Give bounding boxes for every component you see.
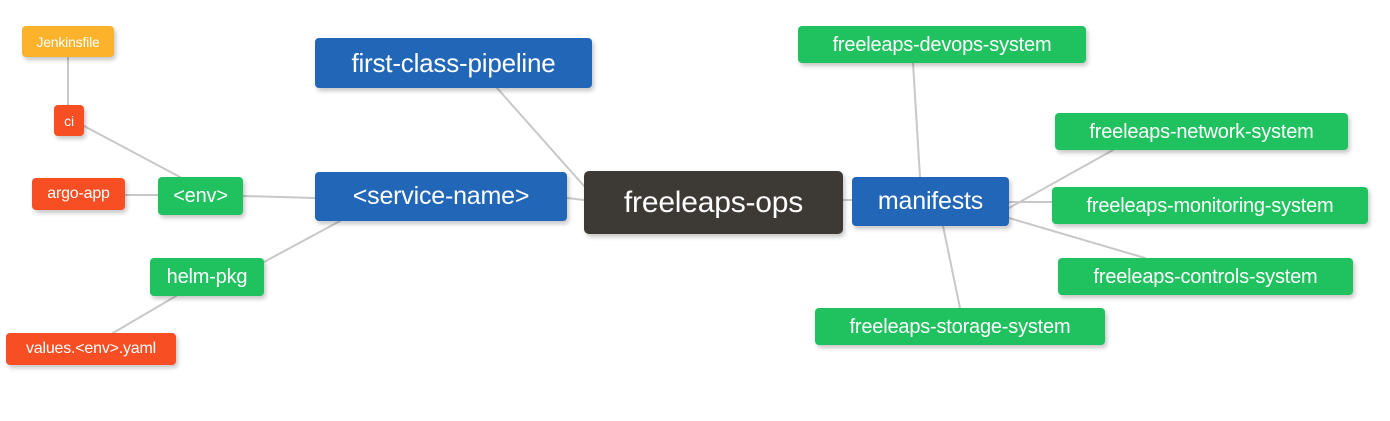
node-first-class-pipeline[interactable]: first-class-pipeline <box>315 38 592 88</box>
node-freeleaps-storage-system[interactable]: freeleaps-storage-system <box>815 308 1105 345</box>
node-values-env-yaml[interactable]: values.<env>.yaml <box>6 333 176 365</box>
edge-helm-pkg-to-values-env-yaml <box>112 295 177 334</box>
edge-service-name-to-helm-pkg <box>263 220 341 263</box>
edge-freeleaps-ops-to-service-name <box>566 197 585 201</box>
edge-manifests-to-freeleaps-storage-system <box>942 225 961 309</box>
edge-manifests-to-freeleaps-controls-system <box>1008 217 1146 259</box>
node-service-name[interactable]: <service-name> <box>315 172 567 221</box>
edge-manifests-to-freeleaps-devops-system <box>912 62 921 178</box>
node-manifests[interactable]: manifests <box>852 177 1009 226</box>
node-freeleaps-network-system[interactable]: freeleaps-network-system <box>1055 113 1348 150</box>
node-freeleaps-devops-system[interactable]: freeleaps-devops-system <box>798 26 1086 63</box>
node-env[interactable]: <env> <box>158 177 243 215</box>
node-helm-pkg[interactable]: helm-pkg <box>150 258 264 296</box>
node-argo-app[interactable]: argo-app <box>32 178 125 210</box>
edge-service-name-to-env <box>242 195 316 199</box>
node-freeleaps-monitoring-system[interactable]: freeleaps-monitoring-system <box>1052 187 1368 224</box>
node-jenkinsfile[interactable]: Jenkinsfile <box>22 26 114 57</box>
edge-env-to-ci <box>83 125 181 178</box>
node-freeleaps-controls-system[interactable]: freeleaps-controls-system <box>1058 258 1353 295</box>
node-freeleaps-ops[interactable]: freeleaps-ops <box>584 171 843 234</box>
node-ci[interactable]: ci <box>54 105 84 136</box>
